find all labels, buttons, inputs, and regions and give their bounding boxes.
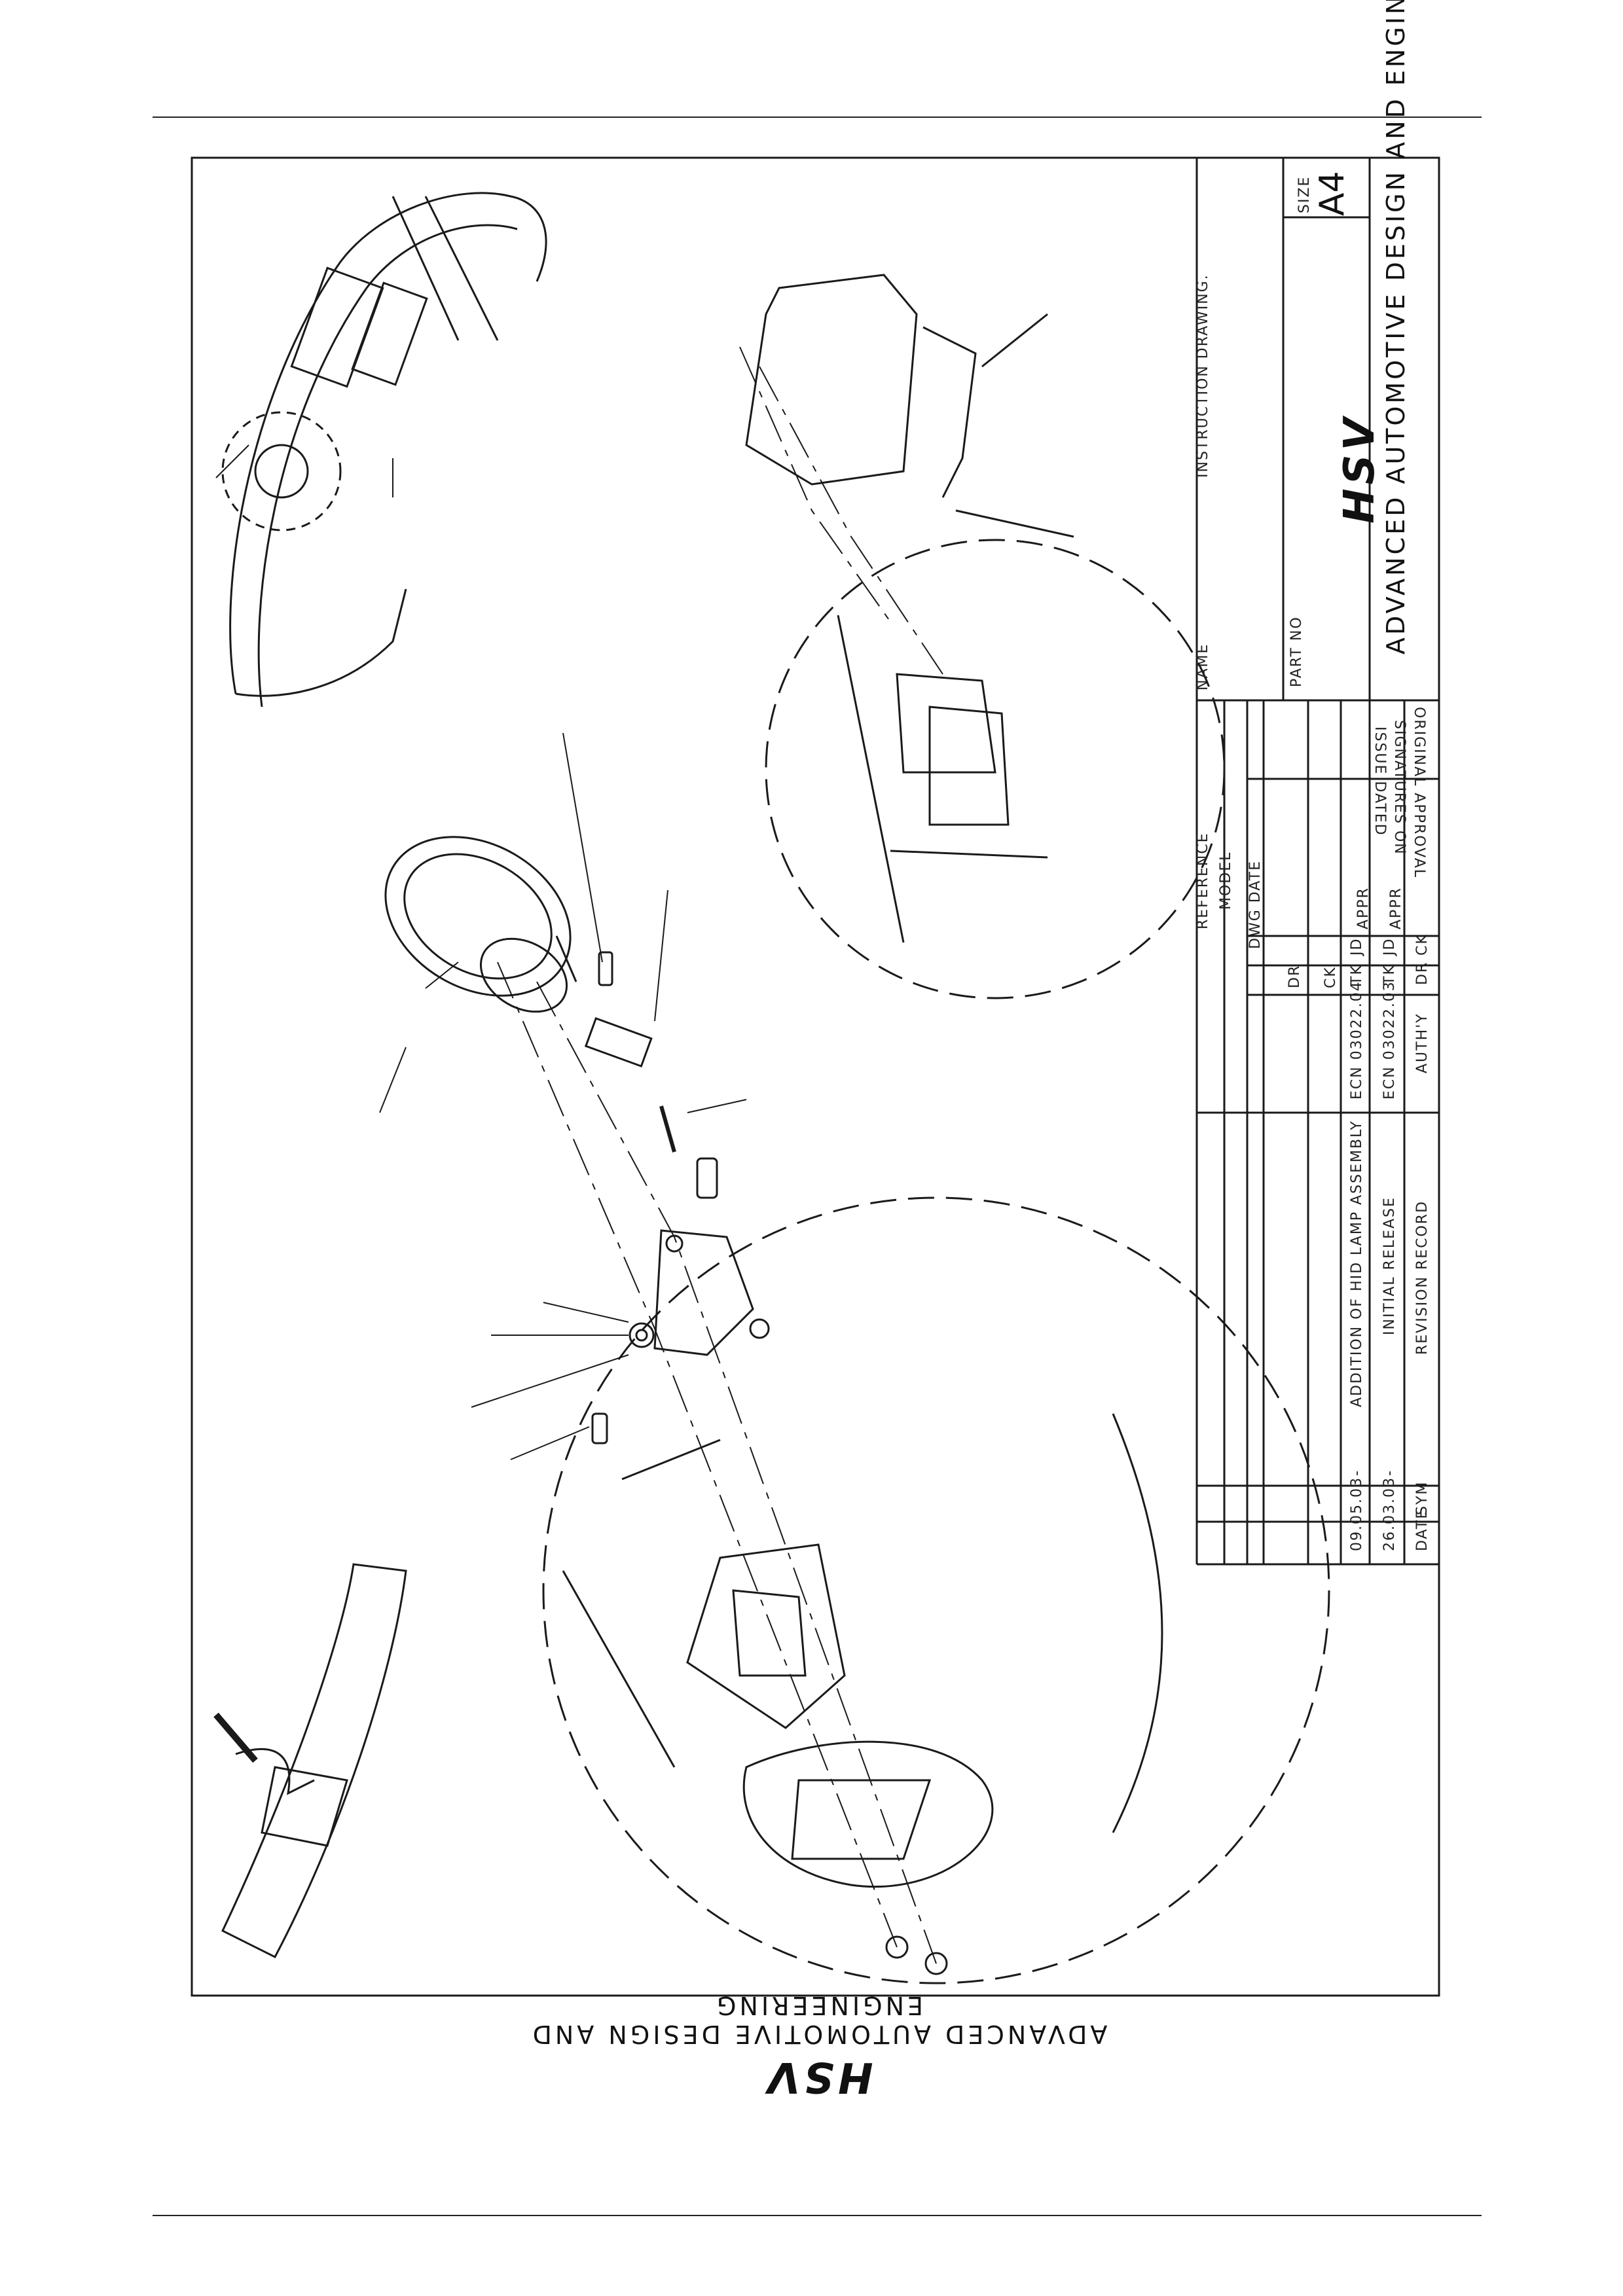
field-appr-2: APPR	[1388, 887, 1404, 929]
detail-upper-content	[837, 615, 1048, 943]
rev-header-dr: DR	[1414, 961, 1431, 985]
leader-lines	[215, 444, 747, 1460]
rev2-description: INITIAL RELEASE	[1381, 1196, 1398, 1335]
bottom-rule	[153, 2215, 1482, 2216]
footer-company-name: ADVANCED AUTOMOTIVE DESIGN AND ENGINEERI…	[529, 1991, 1108, 2049]
name-label: NAME	[1195, 643, 1211, 691]
field-reference: REFERENCE	[1195, 832, 1211, 929]
detail-circle-upper	[765, 539, 1226, 999]
top-rule	[153, 117, 1482, 118]
field-dr: DR	[1286, 964, 1303, 988]
hsv-logo: HSV	[1336, 414, 1384, 524]
part-no-label: PART NO	[1288, 616, 1305, 687]
rev2-auth: ECN 03022.03	[1381, 980, 1398, 1100]
rev-header-ck: CK	[1414, 933, 1431, 956]
field-ck: CK	[1322, 966, 1339, 988]
rev1-ck: JD	[1349, 937, 1365, 956]
rev-header-auth: AUTH'Y	[1414, 1013, 1431, 1073]
clip-part	[745, 274, 1074, 538]
bumper-top-view	[221, 192, 547, 708]
rev2-dr: TK	[1381, 964, 1398, 985]
drawing-frame	[191, 156, 1440, 1997]
field-appr-1: APPR	[1355, 887, 1372, 929]
rev2-date: 26.03.03	[1381, 1477, 1398, 1551]
rev1-description: ADDITION OF HID LAMP ASSEMBLY	[1349, 1120, 1365, 1407]
footer-hsv-logo: HSV	[763, 2053, 873, 2101]
field-model: MODEL	[1218, 851, 1234, 910]
rev1-auth: ECN 03022.04	[1349, 980, 1365, 1100]
rev-header-sym: SYM	[1414, 1480, 1431, 1515]
bumper-bottom-view	[213, 1563, 407, 1958]
rev1-date: 09.05.03	[1349, 1477, 1365, 1551]
size-value: A4	[1313, 171, 1352, 216]
rev-header-description: REVISION RECORD	[1414, 1200, 1431, 1355]
bracket-parts	[584, 951, 948, 1975]
rev1-sym: -	[1349, 1469, 1365, 1476]
approval-line-2: SIGNATURES ON	[1391, 720, 1408, 855]
approval-line-3: ISSUE DATED	[1372, 726, 1388, 836]
rev1-dr: TK	[1349, 964, 1365, 985]
detail-circle-lower	[542, 1196, 1330, 1984]
size-label: SIZE	[1296, 175, 1313, 213]
field-dwg-date: DWG DATE	[1247, 860, 1264, 949]
company-name: ADVANCED AUTOMOTIVE DESIGN AND ENGINEERI…	[1381, 0, 1410, 655]
detail-lower-content	[562, 1413, 1163, 1888]
approval-line-1: ORIGINAL APPROVAL	[1411, 707, 1427, 879]
headlamp-assembly	[384, 836, 577, 1013]
instruction-drawing-label: INSTRUCTION DRAWING.	[1195, 274, 1211, 478]
rev2-sym: -	[1381, 1469, 1398, 1476]
rev2-ck: JD	[1381, 937, 1398, 956]
